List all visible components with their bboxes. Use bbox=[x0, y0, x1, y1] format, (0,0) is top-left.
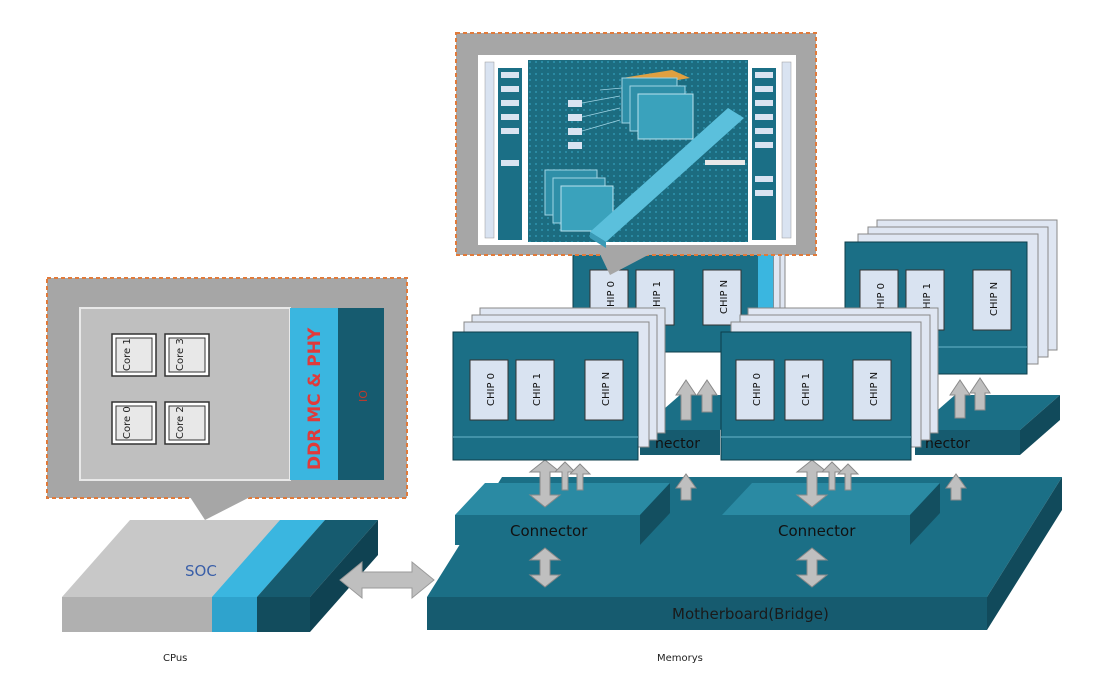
ddr-phy-band bbox=[290, 308, 338, 480]
svg-text:nector: nector bbox=[655, 436, 700, 452]
svg-text:CHIP 0: CHIP 0 bbox=[606, 281, 617, 314]
back-arrows-icon bbox=[675, 377, 991, 421]
connector-label-left: Connector bbox=[510, 522, 588, 540]
svg-text:Core 2: Core 2 bbox=[175, 406, 186, 439]
chip-n: CHIP N bbox=[852, 359, 892, 421]
cpu-callout: DDR MC & PHY IO Core 1 Core 3 Core 0 Cor… bbox=[46, 277, 408, 520]
module-connector-arrows-icon bbox=[528, 459, 967, 508]
chip-internal-callout bbox=[455, 32, 817, 275]
connector-motherboard-arrows-icon bbox=[528, 547, 829, 588]
svg-text:CHIP N: CHIP N bbox=[989, 282, 1000, 316]
core-3: Core 3 bbox=[164, 333, 210, 377]
svg-text:CHIP 1: CHIP 1 bbox=[532, 373, 543, 406]
svg-text:nector: nector bbox=[925, 436, 970, 452]
io-band bbox=[338, 308, 384, 480]
bank-array-top bbox=[621, 70, 694, 140]
core-0: Core 0 bbox=[111, 401, 157, 445]
chip-1: CHIP 1 bbox=[784, 359, 824, 421]
cpus-caption: CPus bbox=[163, 653, 187, 664]
svg-text:Core 0: Core 0 bbox=[122, 406, 133, 439]
chip-1: CHIP 1 bbox=[515, 359, 555, 421]
chip-n: CHIP N bbox=[702, 269, 742, 326]
svg-text:CHIP 0: CHIP 0 bbox=[752, 373, 763, 406]
chip-n: CHIP N bbox=[972, 269, 1012, 331]
connector-right: Connector bbox=[722, 483, 940, 545]
chip-0: CHIP 0 bbox=[735, 359, 775, 421]
chip-n: CHIP N bbox=[584, 359, 624, 421]
memory-module-front-right: CHIP 0 CHIP 1 CHIP N bbox=[720, 307, 939, 461]
svg-text:CHIP N: CHIP N bbox=[601, 372, 612, 406]
ddr-phy-label: DDR MC & PHY bbox=[305, 327, 325, 470]
soc-label: SOC bbox=[185, 562, 217, 580]
svg-text:CHIP 1: CHIP 1 bbox=[801, 373, 812, 406]
svg-text:CHIP 1: CHIP 1 bbox=[652, 281, 663, 314]
svg-text:CHIP N: CHIP N bbox=[869, 372, 880, 406]
svg-text:CHIP 1: CHIP 1 bbox=[922, 283, 933, 316]
motherboard-label: Motherboard(Bridge) bbox=[672, 605, 829, 623]
memory-module-front-left: CHIP 0 CHIP 1 CHIP N bbox=[452, 307, 666, 461]
svg-text:Core 3: Core 3 bbox=[175, 338, 186, 371]
chip-0: CHIP 0 bbox=[469, 359, 509, 421]
soc-block: SOC bbox=[62, 520, 378, 632]
core-1: Core 1 bbox=[111, 333, 157, 377]
back-connector-right: nector bbox=[915, 395, 1060, 455]
svg-text:CHIP 0: CHIP 0 bbox=[876, 283, 887, 316]
svg-text:CHIP N: CHIP N bbox=[719, 280, 730, 314]
connector-left: Connector bbox=[455, 483, 670, 545]
memorys-caption: Memorys bbox=[657, 653, 703, 664]
core-2: Core 2 bbox=[164, 401, 210, 445]
connector-label-right: Connector bbox=[778, 522, 856, 540]
svg-text:CHIP 0: CHIP 0 bbox=[486, 373, 497, 406]
soc-motherboard-arrow-icon bbox=[339, 560, 435, 600]
svg-text:Core 1: Core 1 bbox=[122, 338, 133, 371]
io-label: IO bbox=[357, 390, 370, 402]
